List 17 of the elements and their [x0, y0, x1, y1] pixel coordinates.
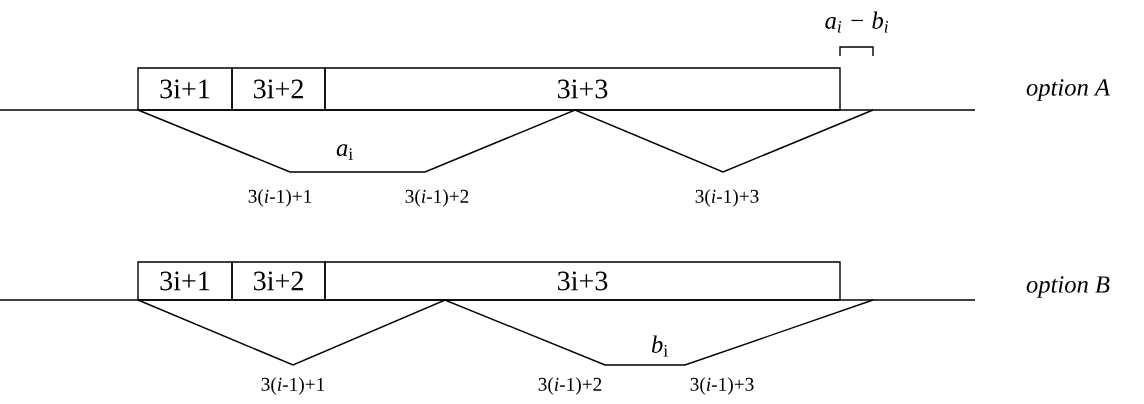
- segment-box: 3i+2: [231, 261, 326, 301]
- segment-box: 3i+2: [231, 67, 326, 111]
- index-label: 3(i-1)+2: [405, 189, 469, 207]
- variable-label: b$_{i}$: [651, 335, 668, 357]
- index-label: 3(i-1)+1: [248, 189, 312, 207]
- option-label: option A: [1026, 79, 1111, 101]
- segment-box: 3i+1: [137, 261, 233, 301]
- segment-box: 3i+3: [324, 67, 841, 111]
- index-label: 3(i-1)+1: [261, 377, 325, 395]
- index-label: 3(i-1)+3: [695, 189, 759, 207]
- index-label: 3(i-1)+3: [690, 377, 754, 395]
- option-label: option B: [1026, 276, 1110, 298]
- bracket-label: a$_{i}$ − b$_{i}$: [825, 11, 888, 33]
- variable-label: a$_{i}$: [336, 144, 353, 160]
- index-label: 3(i-1)+2: [538, 377, 602, 395]
- segment-box: 3i+1: [137, 67, 233, 111]
- segment-box: 3i+3: [324, 261, 841, 301]
